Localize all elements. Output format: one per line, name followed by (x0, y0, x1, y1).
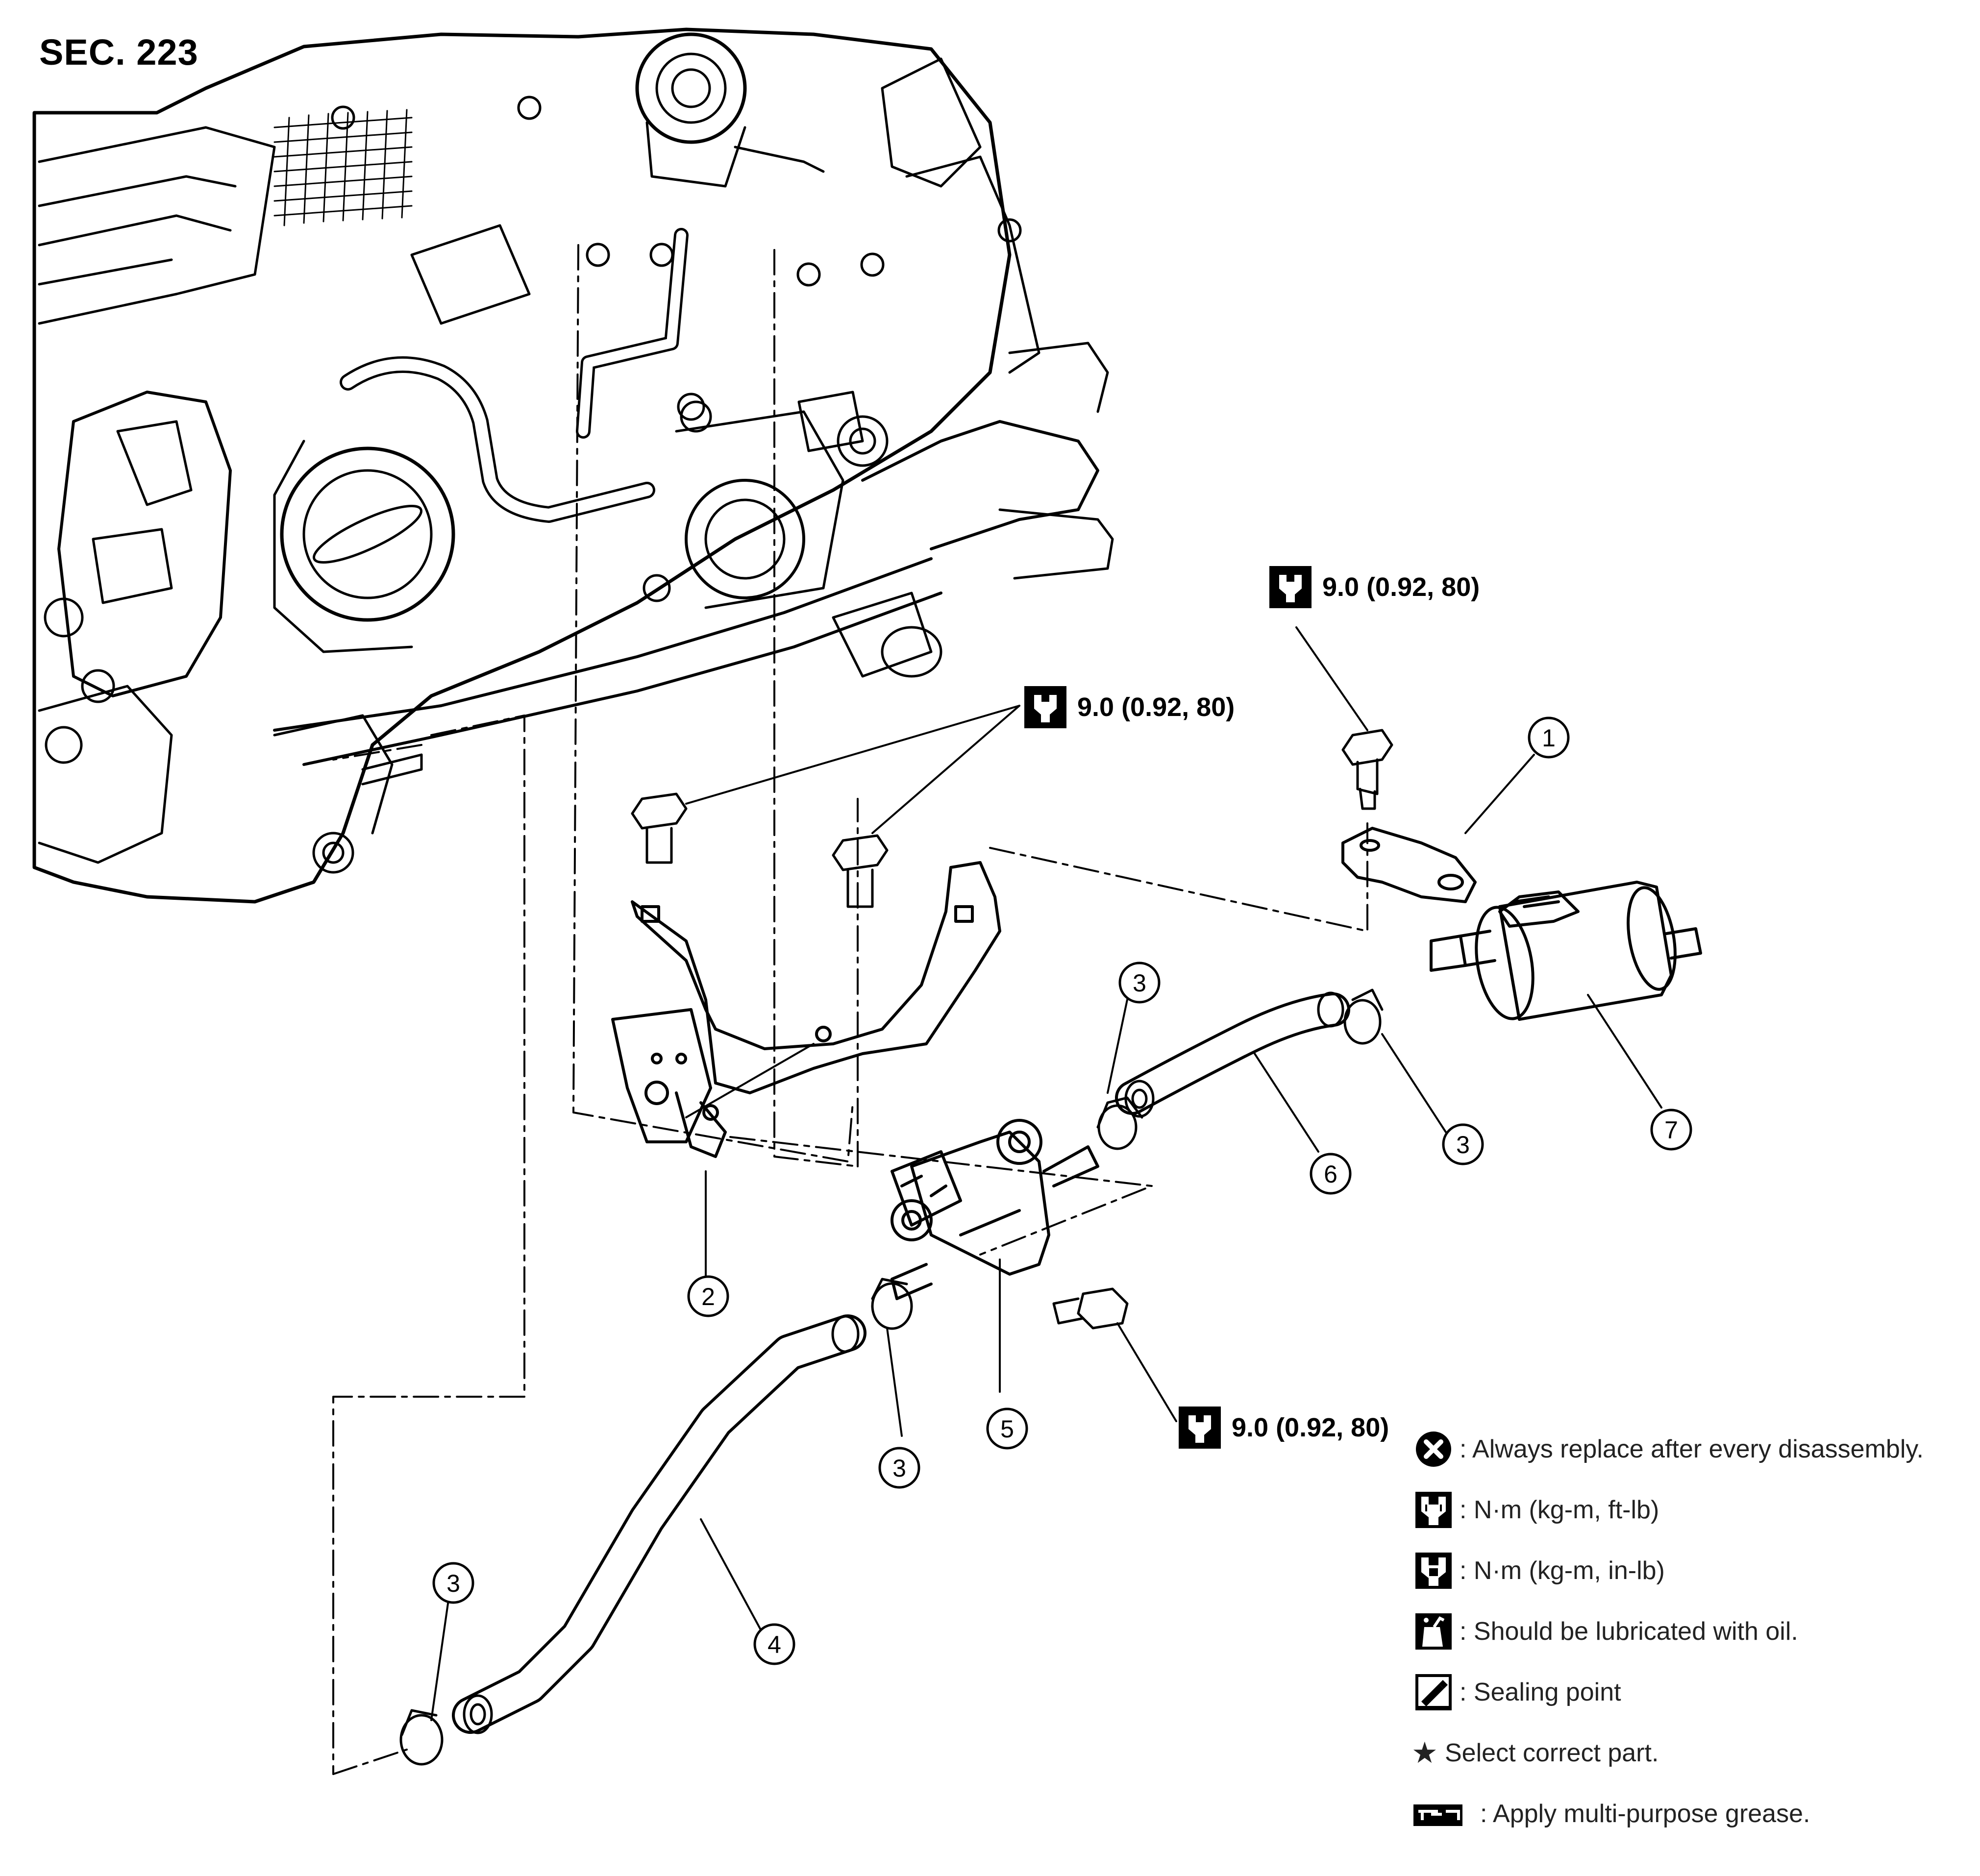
legend-text: : N·m (kg-m, in-lb) (1460, 1556, 1665, 1585)
torque-value: 9.0 (0.92, 80) (1322, 572, 1480, 602)
star-icon: ★ (1411, 1736, 1438, 1770)
callout-3a: 3 (1118, 962, 1161, 1004)
callout-3b: 3 (1442, 1123, 1484, 1165)
torque-wrench-in-lb-icon (1179, 1407, 1221, 1449)
torque-callout-main-bracket-bolts: 9.0 (0.92, 80) (1024, 686, 1235, 728)
hose-part-4 (452, 1314, 866, 1734)
torque-in-lb-icon (1411, 1549, 1456, 1593)
sealing-point-icon (1411, 1670, 1456, 1714)
callout-3d-label: 3 (446, 1570, 460, 1597)
callout-3d: 3 (432, 1562, 474, 1604)
callout-6: 6 (1310, 1153, 1352, 1195)
leader-lines (430, 626, 1662, 1721)
oil-can-icon (1411, 1609, 1456, 1654)
torque-callout-bracket-bolt: 9.0 (0.92, 80) (1269, 566, 1480, 608)
callout-2-label: 2 (701, 1283, 715, 1310)
legend-text: : Always replace after every disassembly… (1460, 1435, 1924, 1463)
callout-3a-label: 3 (1133, 969, 1146, 997)
hose-part-6 (1115, 991, 1350, 1118)
legend-item-torque-ft-lb: : N·m (kg-m, ft-lb) (1411, 1480, 1970, 1540)
torque-callout-valve-bolt: 9.0 (0.92, 80) (1179, 1407, 1389, 1449)
bracket-part-1 (1341, 827, 1477, 903)
legend-item-sealing: : Sealing point (1411, 1662, 1970, 1723)
callout-4: 4 (753, 1623, 795, 1665)
filter-part-7 (1430, 881, 1702, 1021)
alignment-lines (332, 244, 1368, 1775)
callout-1-label: 1 (1542, 724, 1556, 752)
callout-4-label: 4 (767, 1631, 781, 1658)
legend-item-select-part: ★ Select correct part. (1411, 1723, 1970, 1783)
replace-after-disassembly-icon (1411, 1427, 1456, 1471)
callout-7: 7 (1650, 1109, 1692, 1151)
symbol-legend: : Always replace after every disassembly… (1411, 1419, 1970, 1844)
legend-item-torque-in-lb: : N·m (kg-m, in-lb) (1411, 1540, 1970, 1601)
torque-value: 9.0 (0.92, 80) (1077, 692, 1235, 722)
valve-part-5 (891, 1119, 1099, 1300)
callout-3c-label: 3 (892, 1455, 906, 1482)
bracket-part-2 (611, 861, 1001, 1158)
legend-item-oil: : Should be lubricated with oil. (1411, 1601, 1970, 1662)
callout-6-label: 6 (1324, 1160, 1337, 1188)
callout-5: 5 (986, 1407, 1028, 1450)
bolts (631, 729, 1393, 1330)
callout-3b-label: 3 (1456, 1131, 1470, 1159)
engine-assembly (32, 27, 1114, 904)
callout-5-label: 5 (1000, 1415, 1014, 1443)
grease-icon (1411, 1792, 1465, 1836)
legend-text: : Apply multi-purpose grease. (1480, 1800, 1810, 1828)
torque-wrench-in-lb-icon (1024, 686, 1066, 728)
callout-1: 1 (1528, 716, 1570, 759)
torque-wrench-in-lb-icon (1269, 566, 1312, 608)
legend-text: : Should be lubricated with oil. (1460, 1617, 1798, 1646)
callout-2: 2 (687, 1275, 729, 1317)
legend-text: : Sealing point (1460, 1678, 1621, 1706)
legend-text: : N·m (kg-m, ft-lb) (1460, 1496, 1659, 1524)
callout-3c: 3 (878, 1447, 920, 1489)
torque-ft-lb-icon (1411, 1488, 1456, 1532)
section-title: SEC. 223 (39, 32, 198, 73)
callout-7-label: 7 (1664, 1116, 1678, 1144)
legend-item-replace: : Always replace after every disassembly… (1411, 1419, 1970, 1480)
legend-item-grease: : Apply multi-purpose grease. (1411, 1783, 1970, 1844)
clamps (399, 988, 1384, 1766)
torque-value: 9.0 (0.92, 80) (1232, 1413, 1389, 1442)
legend-text: Select correct part. (1445, 1739, 1659, 1767)
